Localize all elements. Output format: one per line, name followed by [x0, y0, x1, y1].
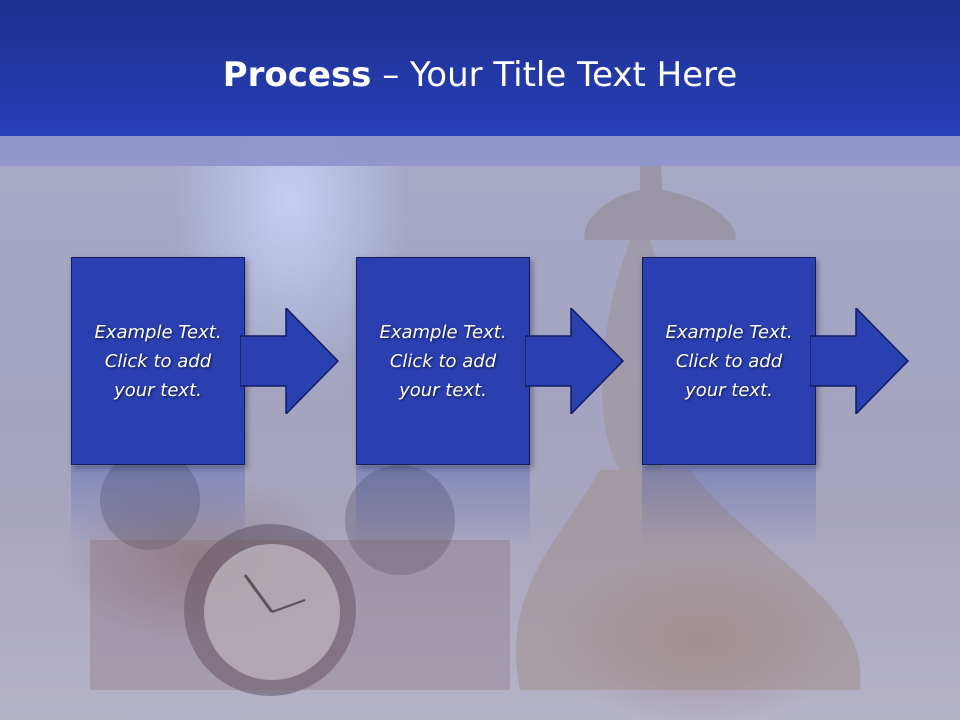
step-2-reflection [356, 466, 530, 546]
process-step-3[interactable]: Example Text. Click to add your text. [642, 257, 816, 465]
right-arrow-icon [810, 308, 910, 414]
process-step-1[interactable]: Example Text. Click to add your text. [71, 257, 245, 465]
step-line: Click to add [389, 350, 497, 372]
title-bar [0, 0, 960, 136]
right-arrow-icon [240, 308, 340, 414]
step-text: Example Text. Click to add your text. [654, 318, 804, 405]
step-line: your text. [114, 379, 202, 401]
process-step-2[interactable]: Example Text. Click to add your text. [356, 257, 530, 465]
slide-title[interactable]: Process – Your Title Text Here [0, 52, 960, 98]
title-bold: Process [222, 55, 372, 95]
header-band [0, 136, 960, 166]
step-line: Click to add [675, 350, 783, 372]
step-text: Example Text. Click to add your text. [368, 318, 518, 405]
step-line: Click to add [104, 350, 212, 372]
step-line: Example Text. [94, 321, 222, 343]
step-line: your text. [399, 379, 487, 401]
step-1-reflection [71, 466, 245, 546]
step-line: Example Text. [379, 321, 507, 343]
title-rest: – Your Title Text Here [371, 55, 738, 95]
step-text: Example Text. Click to add your text. [83, 318, 233, 405]
right-arrow-icon [525, 308, 625, 414]
step-3-reflection [642, 466, 816, 546]
step-line: your text. [685, 379, 773, 401]
step-line: Example Text. [665, 321, 793, 343]
